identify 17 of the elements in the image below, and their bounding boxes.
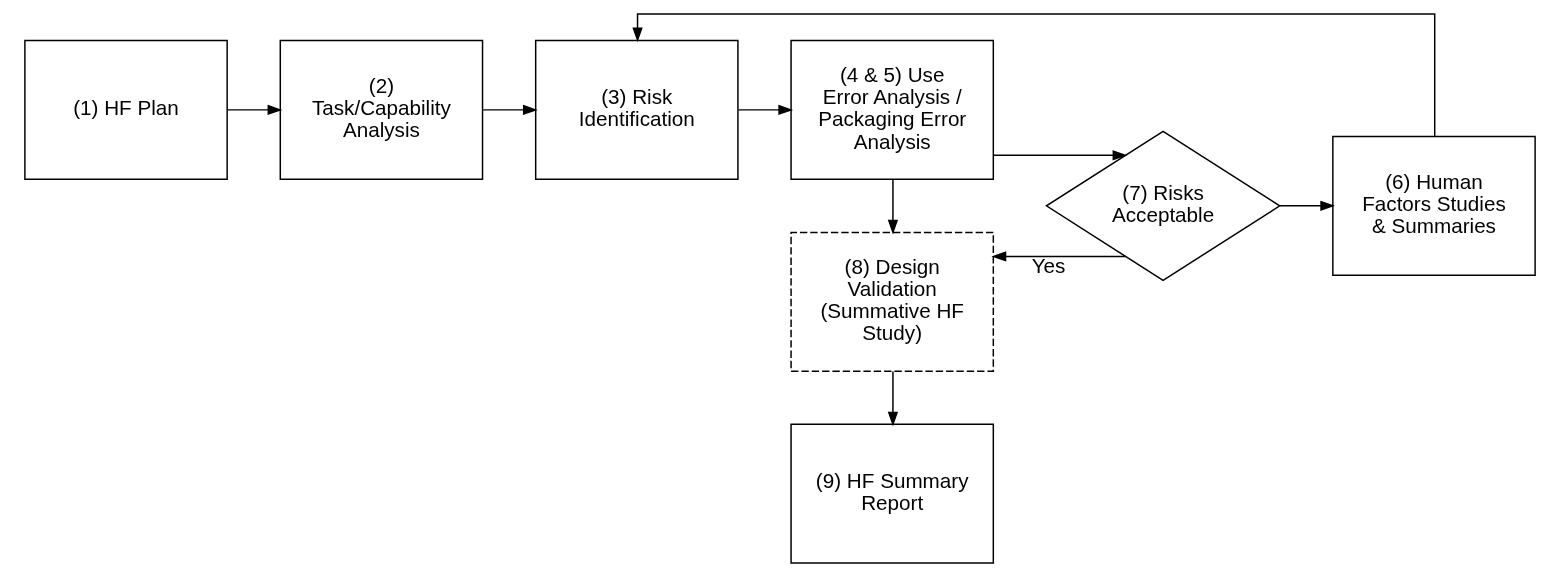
arrow [226,104,283,116]
node-box: (1) HF Plan [24,39,228,180]
arrow [737,104,794,116]
arrow [1279,200,1336,211]
arrow [887,370,899,427]
arrow [482,104,538,116]
node-box: (4 & 5) Use Error Analysis / Packaging Error Analysis [790,39,995,180]
arrow [632,13,1436,137]
edge-label: Yes [1031,253,1066,277]
arrow [991,251,1127,262]
arrow [887,178,899,235]
node-box: (3) Risk Identification [534,39,739,180]
node-box: (2) Task/Capability Analysis [279,39,484,180]
node-box: (8) Design Validation (Summative HF Study) [790,231,995,372]
node-box: (6) Human Factors Studies & Summaries [1332,135,1536,276]
arrow [992,150,1128,161]
node-box: (9) HF Summary Report [790,423,995,564]
